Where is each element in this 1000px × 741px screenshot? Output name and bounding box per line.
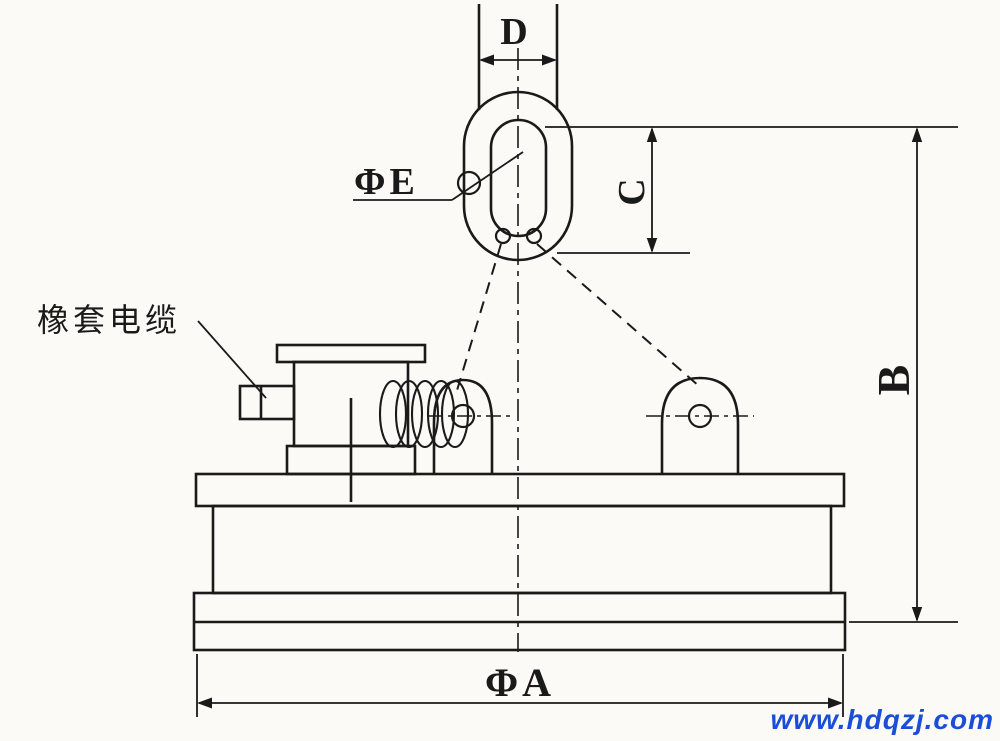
arrowhead-up xyxy=(911,127,923,142)
sling-link-left xyxy=(494,227,512,245)
right-lug-contour xyxy=(660,376,740,474)
dimension-b: B xyxy=(849,127,958,623)
arrowhead-down xyxy=(911,607,923,622)
dim-label-b: B xyxy=(868,361,919,396)
arrowhead-right xyxy=(542,54,557,66)
coil-turn xyxy=(426,379,456,449)
cable-leader-line xyxy=(197,320,267,399)
watermark-url: www.hdqzj.com xyxy=(770,704,994,735)
right-lug xyxy=(646,376,754,474)
cable-coil xyxy=(378,379,470,449)
dimension-phi-a: ΦA xyxy=(196,654,844,717)
sling-lines xyxy=(454,243,701,398)
arrowhead-up xyxy=(646,127,658,142)
cable-label: 橡套电缆 xyxy=(37,302,181,338)
arrowhead-down xyxy=(646,238,658,253)
ring-inner-contour xyxy=(489,118,548,238)
cable-gland xyxy=(238,384,296,421)
arrowhead-left xyxy=(479,54,494,66)
arrowhead-left xyxy=(197,697,212,709)
box-cap-plate xyxy=(275,343,427,364)
ring-outer-contour xyxy=(462,90,574,262)
arrowhead-right xyxy=(828,697,843,709)
sling-line-right xyxy=(536,243,701,388)
junction-box xyxy=(238,343,427,502)
coil-turn xyxy=(394,379,424,449)
lifting-ring xyxy=(462,90,574,262)
cable-callout: 橡套电缆 xyxy=(37,302,267,399)
dim-label-c: C xyxy=(611,174,653,205)
dim-label-phi-e: ΦE xyxy=(354,161,419,203)
top-flange xyxy=(194,472,846,508)
sling-link-right xyxy=(525,227,543,245)
wire-section-circle xyxy=(456,170,482,196)
coil-turn xyxy=(410,379,440,449)
coil-turn xyxy=(378,379,408,449)
magnet-body xyxy=(192,472,847,652)
dim-label-d: D xyxy=(500,11,531,53)
sling-line-left xyxy=(454,243,502,398)
dim-label-phi-a: ΦA xyxy=(485,660,555,705)
left-lug-contour xyxy=(432,378,494,474)
magnet-shell xyxy=(211,504,833,595)
shackle-shank xyxy=(477,4,559,110)
dimension-c: C xyxy=(545,126,958,254)
left-lug xyxy=(428,378,514,474)
dimension-d: D xyxy=(479,11,557,66)
phi-e-callout: ΦE xyxy=(353,151,524,203)
